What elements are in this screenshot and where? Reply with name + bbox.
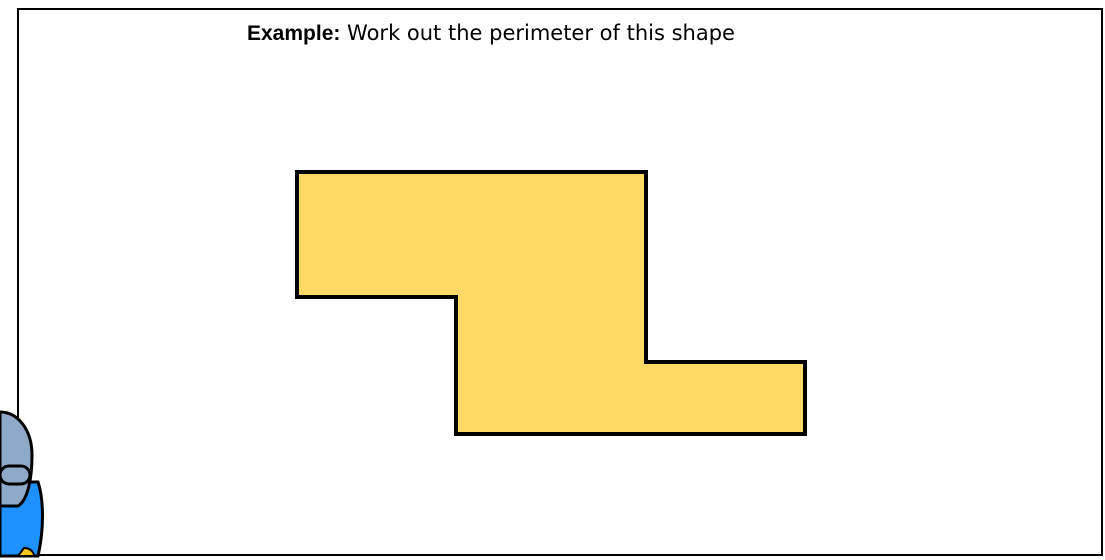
heading-label: Example:: [247, 22, 341, 45]
mascot-visor: [0, 464, 32, 486]
heading: Example: Work out the perimeter of this …: [247, 19, 735, 48]
heading-text: Work out the perimeter of this shape: [340, 21, 735, 45]
compound-shape: [295, 170, 807, 436]
mascot-helmet: [0, 410, 34, 508]
mascot-accent: [16, 546, 36, 557]
